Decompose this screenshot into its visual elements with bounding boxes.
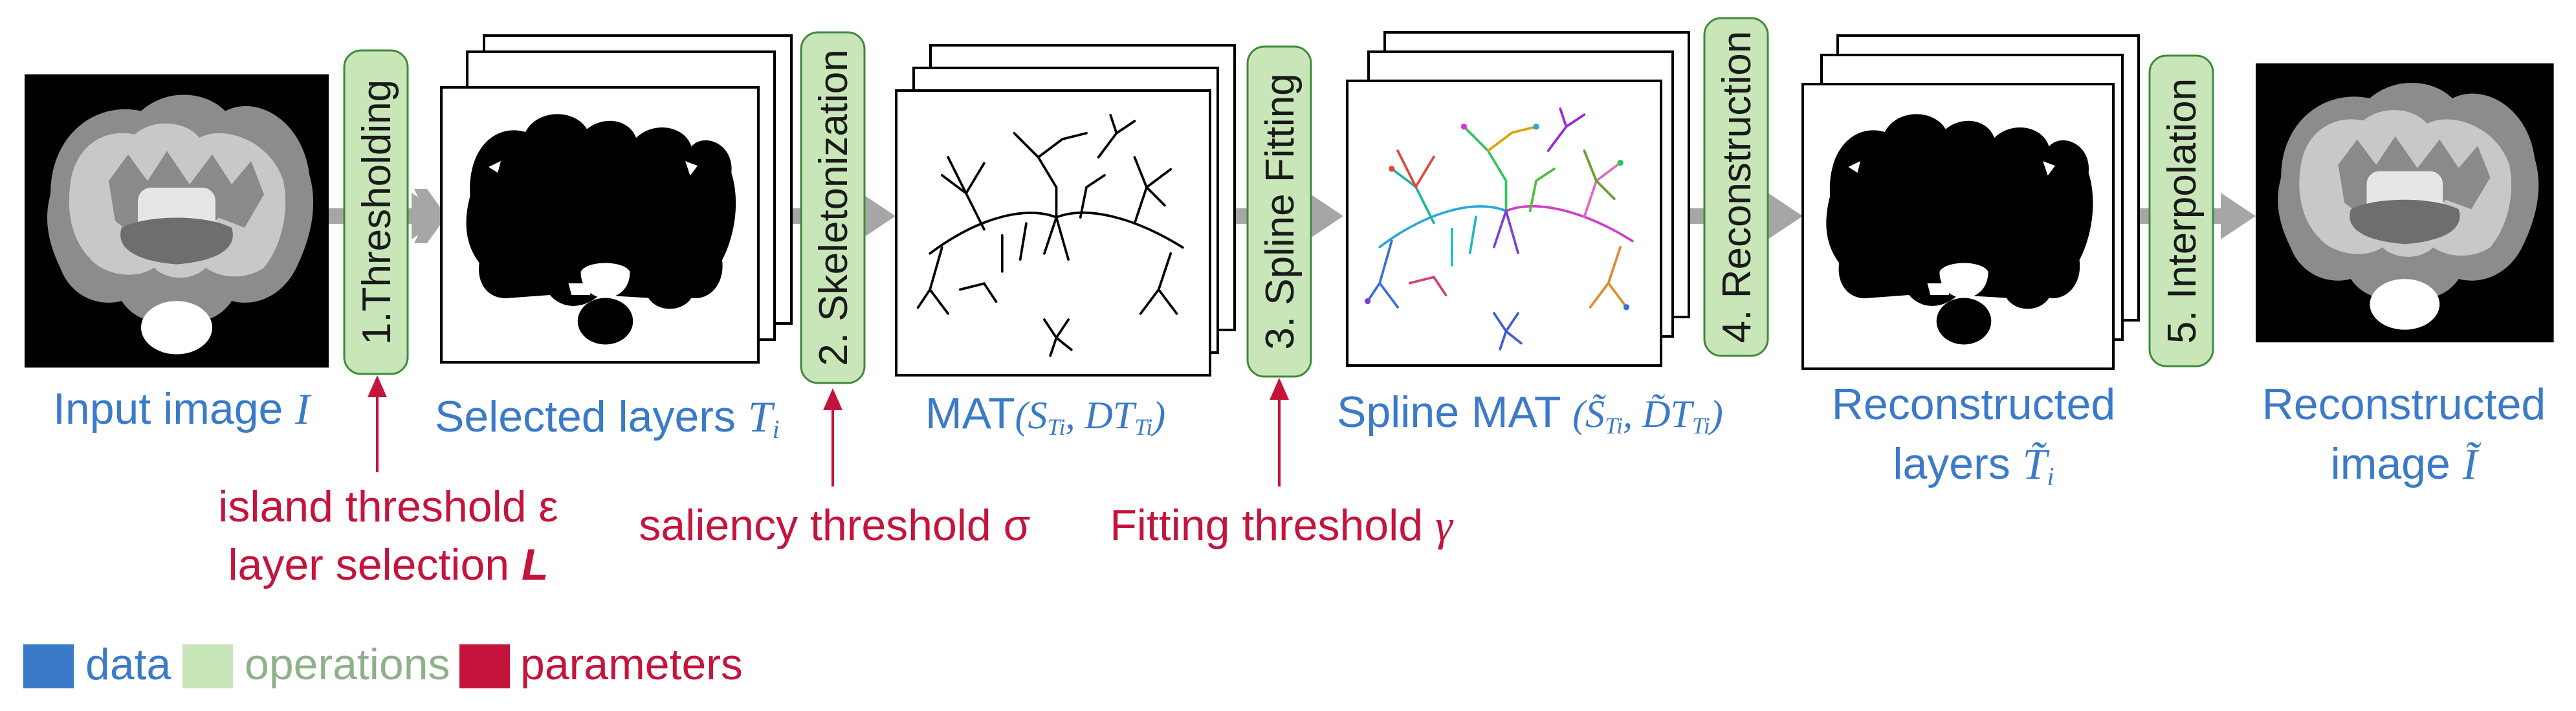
reconstructed-image [2256,63,2554,343]
op-spline-fitting-label: 3. Spline Fitting [1258,73,1303,349]
label-mat: MAT(STi, DTTi) [925,389,1165,440]
param-layer-selection: layer selection L [228,540,548,589]
label-spline-mat: Spline MAT (S̃Ti, D̃TTi) [1337,388,1723,439]
label-input-image: Input image I [53,384,312,433]
param-saliency-threshold: saliency threshold σ [639,501,1030,550]
input-image [25,74,329,368]
label-reconstructed-image-line2: image Ĩ [2331,439,2482,488]
label-reconstructed-layers-line2: layers T̃i [1893,439,2054,491]
label-reconstructed-image-line1: Reconstructed [2262,380,2546,429]
legend-swatch-data [23,644,74,688]
selected-layers-stack [440,34,793,364]
op-thresholding-label: 1.Thresholding [355,80,399,345]
op-reconstruction-label: 4. Reconstruction [1715,31,1759,343]
label-selected-layers: Selected layers Ti [435,392,780,444]
op-interpolation: 5. Interpolation [2148,54,2214,367]
mat-stack [895,44,1236,377]
legend-label-data: data [85,640,171,689]
legend-swatch-operations [182,644,233,688]
spline-mat-stack [1346,31,1690,367]
legend: data operations parameters [23,640,743,689]
parameter-arrows [376,387,1281,487]
op-reconstruction: 4. Reconstruction [1703,17,1769,357]
op-skeletonization-label: 2. Skeletonization [811,49,856,366]
op-thresholding: 1.Thresholding [343,49,409,375]
reconstructed-layers-stack [1801,34,2140,370]
legend-label-parameters: parameters [520,640,743,689]
param-island-threshold: island threshold ε [218,482,558,531]
param-fitting-threshold: Fitting threshold γ [1110,501,1454,550]
legend-swatch-parameters [459,644,510,688]
legend-label-operations: operations [245,640,450,689]
op-skeletonization: 2. Skeletonization [800,31,866,384]
op-interpolation-label: 5. Interpolation [2160,78,2205,344]
label-reconstructed-layers-line1: Reconstructed [1832,380,2115,429]
op-spline-fitting: 3. Spline Fitting [1246,45,1312,378]
